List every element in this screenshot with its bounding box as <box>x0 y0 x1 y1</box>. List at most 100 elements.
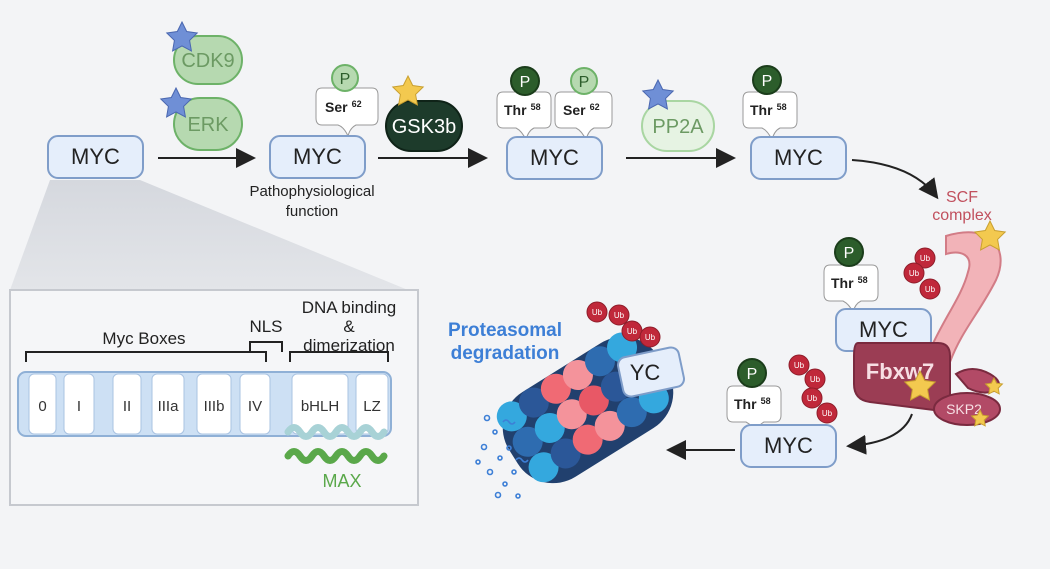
svg-text:LZ: LZ <box>363 398 381 415</box>
pp2a-phosphatase: PP2A <box>641 100 715 152</box>
svg-text:0: 0 <box>38 398 46 415</box>
pathophysiological-label-2: function <box>286 203 339 220</box>
scf-star-icon <box>973 219 1007 251</box>
svg-text:P: P <box>579 74 590 91</box>
svg-text:Ub: Ub <box>794 361 805 370</box>
svg-text:Ub: Ub <box>614 311 625 320</box>
erk-star-icon <box>159 86 193 118</box>
svg-text:Ub: Ub <box>807 394 818 403</box>
domain-segment-bhlh: bHLH <box>291 373 349 435</box>
domain-segment-iiia: IIIa <box>151 373 185 435</box>
svg-text:YC: YC <box>630 360 661 385</box>
svg-text:P: P <box>747 366 758 383</box>
phospho-p-thr58-icon-6: P <box>737 358 767 388</box>
dna-binding-label-1: DNA binding <box>302 298 397 317</box>
max-label: MAX <box>322 471 361 491</box>
gsk3b-star-icon <box>391 74 425 106</box>
svg-text:MYC: MYC <box>859 317 908 342</box>
domain-segment-i: I <box>63 373 95 435</box>
ub-chain-proteasome: Ub Ub Ub Ub <box>586 301 661 348</box>
svg-text:GSK3b: GSK3b <box>392 116 456 138</box>
svg-text:IIIa: IIIa <box>158 398 180 415</box>
svg-text:P: P <box>762 73 773 90</box>
fbxw7-protein: Fbxw7 <box>853 342 951 412</box>
phospho-p-thr58-icon-5: P <box>834 237 864 267</box>
myc-box-2: MYC <box>269 135 366 179</box>
pathophysiological-label-1: Pathophysiological <box>249 183 374 200</box>
svg-text:IV: IV <box>248 398 262 415</box>
scf-label-2: complex <box>932 207 992 224</box>
domain-segment-0: 0 <box>28 373 57 435</box>
svg-text:IIIb: IIIb <box>204 398 225 415</box>
max-helix <box>284 424 388 464</box>
svg-text:I: I <box>77 398 81 415</box>
nls-label: NLS <box>249 317 282 336</box>
phospho-p-ser62-icon-3: P <box>570 67 598 95</box>
myc-boxes-label: Myc Boxes <box>102 329 185 348</box>
myc-boxes-bracket <box>25 351 267 362</box>
arrow-4-curve <box>851 159 939 200</box>
svg-text:MYC: MYC <box>530 145 579 170</box>
myc-box-4: MYC <box>750 136 847 180</box>
skp2-star-icon-1 <box>984 376 1004 395</box>
proteasomal-label-2: degradation <box>451 343 560 364</box>
svg-text:PP2A: PP2A <box>652 116 704 138</box>
svg-text:bHLH: bHLH <box>301 398 339 415</box>
domain-segment-ii: II <box>112 373 142 435</box>
svg-text:II: II <box>123 398 131 415</box>
proteasomal-label-1: Proteasomal <box>448 320 562 341</box>
phospho-p-thr58-icon-4: P <box>752 65 782 95</box>
dna-binding-label-3: dimerization <box>303 336 395 355</box>
svg-text:Ub: Ub <box>920 254 931 263</box>
svg-text:CDK9: CDK9 <box>181 50 234 72</box>
domain-segment-lz: LZ <box>355 373 389 435</box>
svg-text:Ub: Ub <box>645 333 656 342</box>
svg-text:P: P <box>340 71 351 88</box>
svg-text:Ub: Ub <box>627 327 638 336</box>
degraded-peptides <box>475 414 529 499</box>
pp2a-star-icon <box>641 78 675 110</box>
svg-text:MYC: MYC <box>71 144 120 169</box>
dna-binding-bracket <box>289 351 389 362</box>
skp2-star-icon-2 <box>970 408 990 427</box>
svg-text:Ub: Ub <box>592 308 603 317</box>
dna-binding-label-2: & <box>343 317 355 336</box>
phospho-p-thr58-icon-3: P <box>510 66 540 96</box>
myc-box-6: MYC <box>740 424 837 468</box>
svg-text:Ub: Ub <box>925 285 936 294</box>
svg-text:MYC: MYC <box>774 145 823 170</box>
nls-bracket <box>249 341 283 352</box>
svg-text:Ub: Ub <box>810 375 821 384</box>
phospho-p-ser62-icon: P <box>331 64 359 92</box>
cdk9-star-icon <box>165 20 199 52</box>
fbxw7-star-icon <box>903 369 937 401</box>
domain-segment-iv: IV <box>239 373 271 435</box>
svg-text:MYC: MYC <box>293 144 342 169</box>
scf-label-1: SCF <box>946 189 978 206</box>
svg-text:P: P <box>844 245 855 262</box>
domain-segment-iiib: IIIb <box>196 373 232 435</box>
ub-cluster-scf: Ub Ub Ub <box>903 247 941 300</box>
proteasome-myc-substrate: YC <box>617 346 685 398</box>
svg-text:SKP2: SKP2 <box>946 401 982 417</box>
erk-kinase: ERK <box>173 97 243 151</box>
svg-text:Ub: Ub <box>822 409 833 418</box>
svg-text:ERK: ERK <box>187 114 229 136</box>
myc-box-3: MYC <box>506 136 603 180</box>
myc-box-1: MYC <box>47 135 144 179</box>
svg-text:Ub: Ub <box>909 269 920 278</box>
zoom-wedge <box>10 180 408 290</box>
